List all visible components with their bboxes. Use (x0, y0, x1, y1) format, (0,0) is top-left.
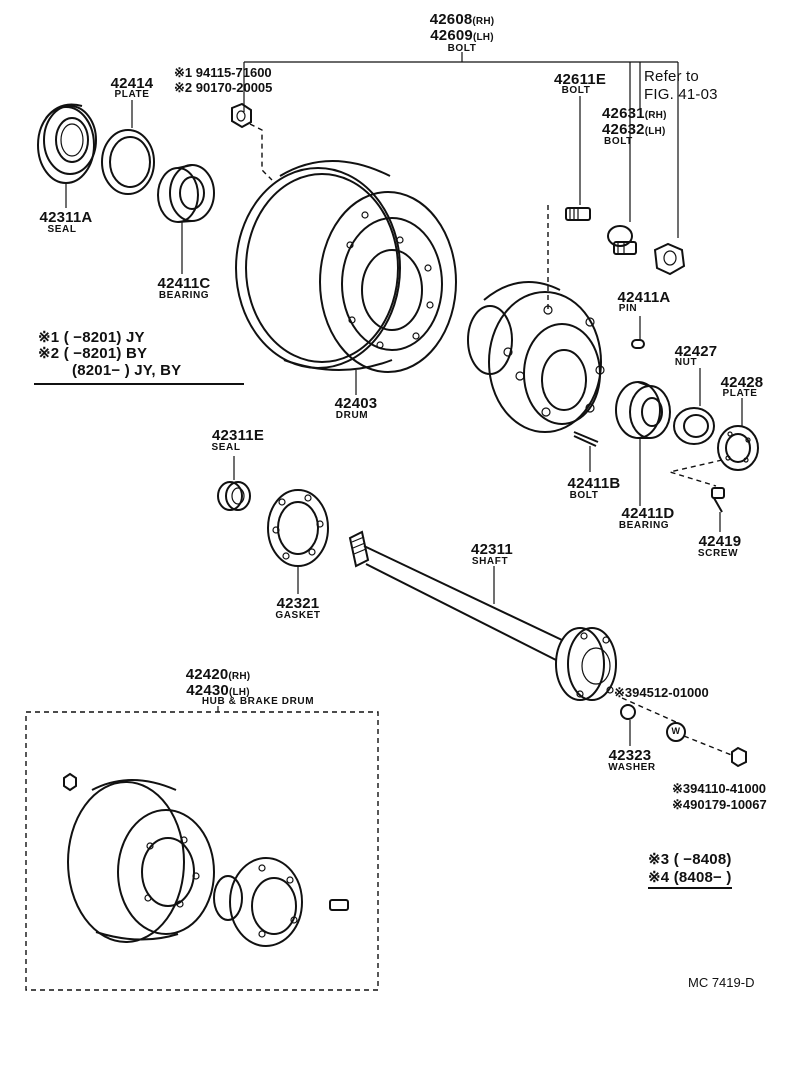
legend-b-row-1: ※3 ( −8408) (648, 851, 732, 868)
gasket-42321-icon (267, 489, 329, 594)
bearing-42411d-pn: 42411D (621, 505, 675, 522)
plate-42428-icon (667, 398, 759, 487)
bolt-42411b-pn: 42411B (567, 475, 621, 492)
figure-code: MC 7419-D (688, 975, 755, 990)
plate-42414-pn: 42414 (110, 75, 154, 92)
seal-42311e-pn: 42311E (211, 427, 265, 444)
shaft-42311-icon (348, 530, 617, 701)
plate-42414-icon (101, 100, 155, 195)
drum-42403-pn: 42403 (334, 395, 378, 412)
washer-42323-name: WASHER (608, 762, 656, 773)
drum-42403-icon (235, 160, 457, 395)
seal-42311a-pn: 42311A (39, 209, 93, 226)
refer-line-1: Refer to (644, 68, 699, 85)
legend-b-row-2: ※4 (8408− ) (648, 870, 732, 889)
bearing-42411c-icon (157, 164, 215, 274)
alt-part-2: ※2 90170-20005 (174, 80, 273, 95)
bearing-42411c-pn: 42411C (157, 275, 211, 292)
bolt-4263x-name: BOLT (604, 136, 633, 147)
bolt-group-name: BOLT (447, 43, 477, 54)
nut-refer-icon (653, 242, 686, 276)
hub-brake-drum-box (25, 706, 379, 991)
legend-a-row-3: (8201− ) JY, BY (72, 362, 182, 379)
shaft-42311-pn: 42311 (471, 541, 513, 558)
pin-42411a-icon (631, 316, 645, 349)
gasket-42321-pn: 42321 (276, 595, 320, 612)
legend-a-row-2: ※2 ( −8201) BY (38, 345, 148, 362)
m3-part-94512: ※394512-01000 (614, 685, 709, 700)
bolt-42631-pn: 42631(RH) (602, 105, 667, 122)
m3-part-94110: ※394110-41000 (672, 781, 767, 796)
bolt-42611e-pn: 42611E (553, 71, 607, 88)
hub-drum-name: HUB & BRAKE DRUM (201, 696, 315, 707)
washer-mark-w: W (671, 726, 681, 736)
screw-42419-name: SCREW (697, 548, 739, 559)
screw-42419-icon (711, 487, 725, 532)
bearing-42411c-name: BEARING (158, 290, 210, 301)
bolt-42611e-icon (547, 96, 591, 310)
bolt-group-label-lh: 42609(LH) (430, 27, 494, 44)
bolt-group-bracket (243, 52, 679, 238)
bearing-42411d-icon (615, 381, 671, 506)
hub-drum-pn-rh: 42420(RH) (185, 666, 251, 683)
bolt-42411b-name: BOLT (569, 490, 599, 501)
bolt-42631-icon (607, 225, 637, 255)
bolt-42611e-name: BOLT (561, 85, 591, 96)
refer-line-2: FIG. 41-03 (644, 86, 718, 103)
nut-42427-name: NUT (674, 357, 698, 368)
alt-part-1: ※1 94115-71600 (174, 65, 272, 80)
bearing-42411d-name: BEARING (618, 520, 670, 531)
pin-42411a-pn: 42411A (617, 289, 671, 306)
hub-drum-pn-lh: 42430(LH) (186, 682, 250, 699)
nut-icon (231, 102, 273, 181)
legend-a-row-1: ※1 ( −8201) JY (38, 329, 145, 346)
nut-42427-icon (673, 368, 715, 445)
screw-42419-pn: 42419 (698, 533, 742, 550)
hub-icon (467, 281, 605, 472)
seal-42311a-icon (37, 103, 97, 208)
washer-42323-icon (620, 697, 747, 768)
seal-42311e-name: SEAL (211, 442, 241, 453)
nut-42427-pn: 42427 (674, 343, 718, 360)
pin-42411a-name: PIN (618, 303, 638, 314)
seal-42311a-name: SEAL (47, 224, 77, 235)
bolt-group-label: 42608(RH) (429, 11, 495, 28)
gasket-42321-name: GASKET (275, 610, 321, 621)
drum-42403-name: DRUM (335, 410, 369, 421)
plate-42428-name: PLATE (722, 388, 758, 399)
plate-42414-name: PLATE (114, 89, 150, 100)
plate-42428-pn: 42428 (720, 374, 764, 391)
washer-42323-pn: 42323 (608, 747, 652, 764)
bolt-42632-pn: 42632(LH) (602, 121, 666, 138)
seal-42311e-icon (217, 456, 251, 511)
m4-part-90179: ※490179-10067 (672, 797, 767, 812)
shaft-42311-name: SHAFT (471, 556, 509, 567)
